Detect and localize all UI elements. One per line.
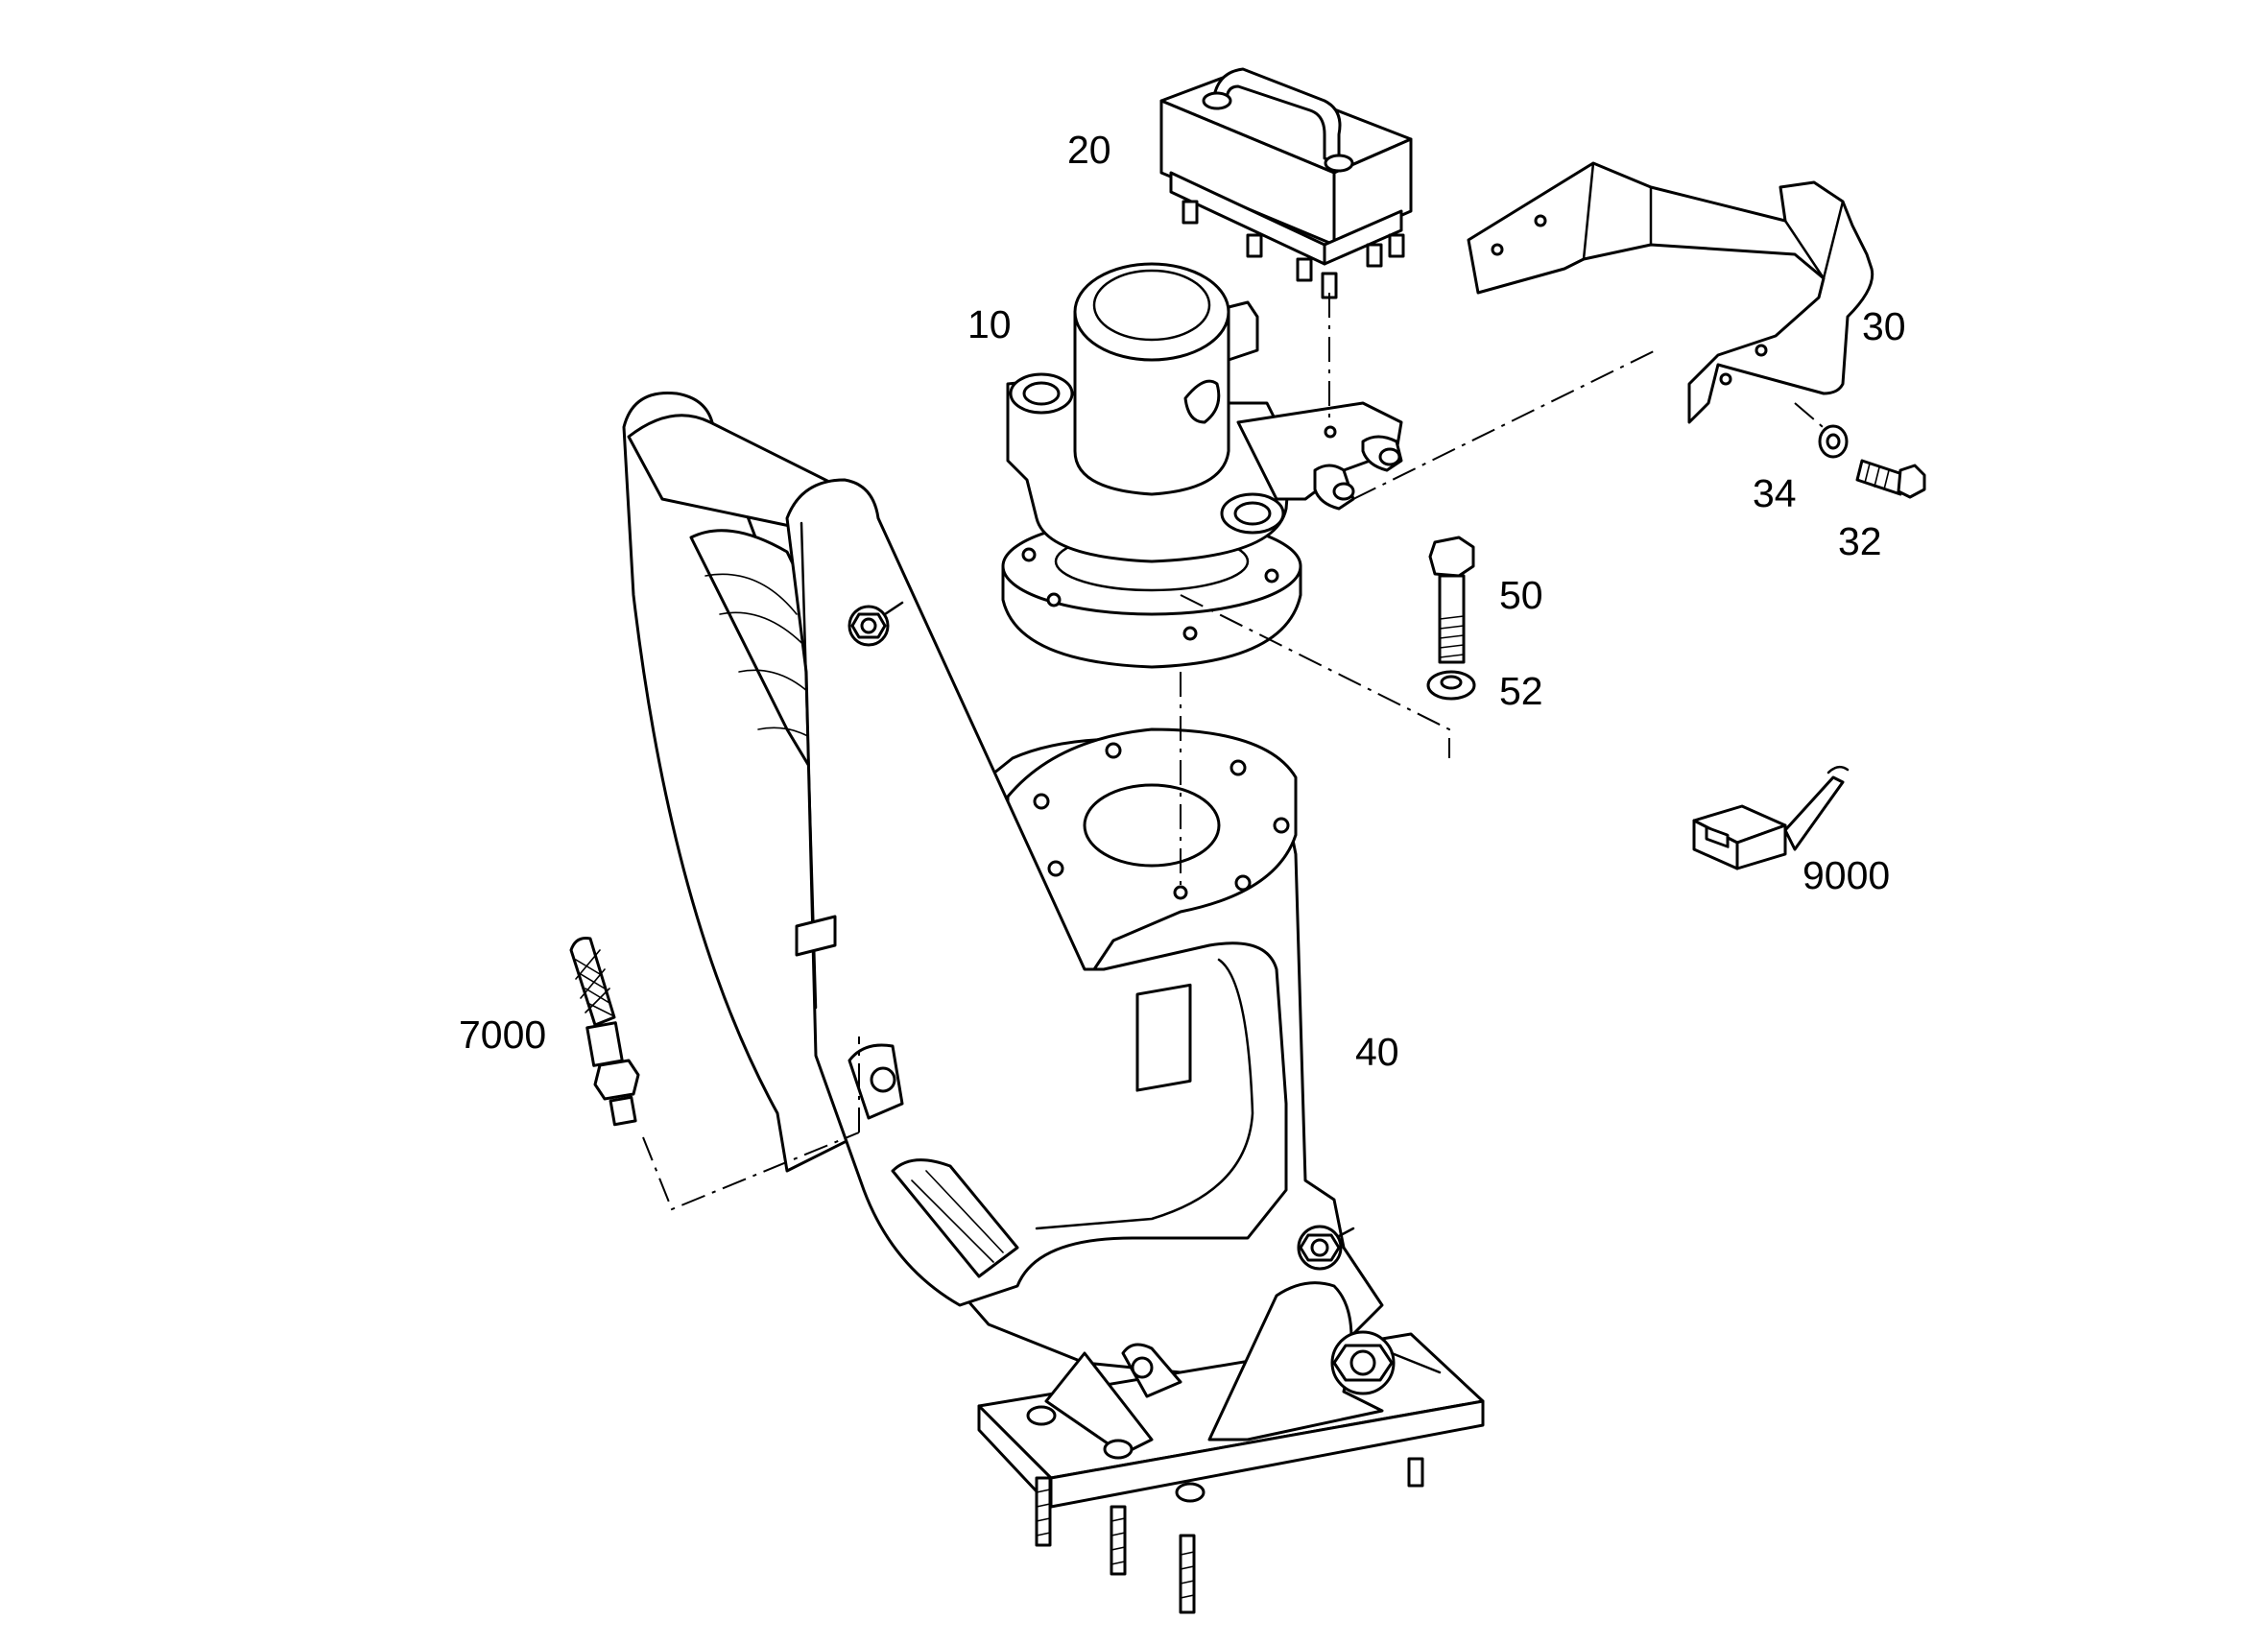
part-52-washer <box>1426 670 1476 701</box>
nut-icon <box>848 601 904 647</box>
base-plate <box>977 1281 1485 1614</box>
part-50-hex-bolt <box>1428 536 1475 664</box>
part-7000-hose-fitting <box>569 937 640 1127</box>
part-40-frame <box>622 391 1384 1374</box>
nut-icon <box>1297 1225 1355 1271</box>
callout-32: 32 <box>1838 519 1882 563</box>
part-30-guard-bracket <box>1467 161 1874 424</box>
part-34-washer <box>1818 424 1849 459</box>
nut-icon <box>1330 1330 1442 1395</box>
part-10-swivel-housing <box>1001 262 1403 669</box>
part-20-valve-block <box>1159 67 1413 299</box>
callout-50: 50 <box>1499 573 1543 617</box>
callout-34: 34 <box>1753 471 1797 515</box>
part-32-bolt <box>1855 459 1926 499</box>
callout-7000: 7000 <box>459 1013 547 1057</box>
callout-20: 20 <box>1067 128 1111 172</box>
callout-9000: 9000 <box>1802 853 1891 897</box>
part-9000-connector <box>1692 765 1850 870</box>
assembly-lines <box>642 293 1829 1211</box>
callout-52: 52 <box>1499 669 1543 713</box>
callout-30: 30 <box>1862 304 1906 348</box>
callout-40: 40 <box>1355 1030 1399 1074</box>
callout-10: 10 <box>967 302 1012 346</box>
